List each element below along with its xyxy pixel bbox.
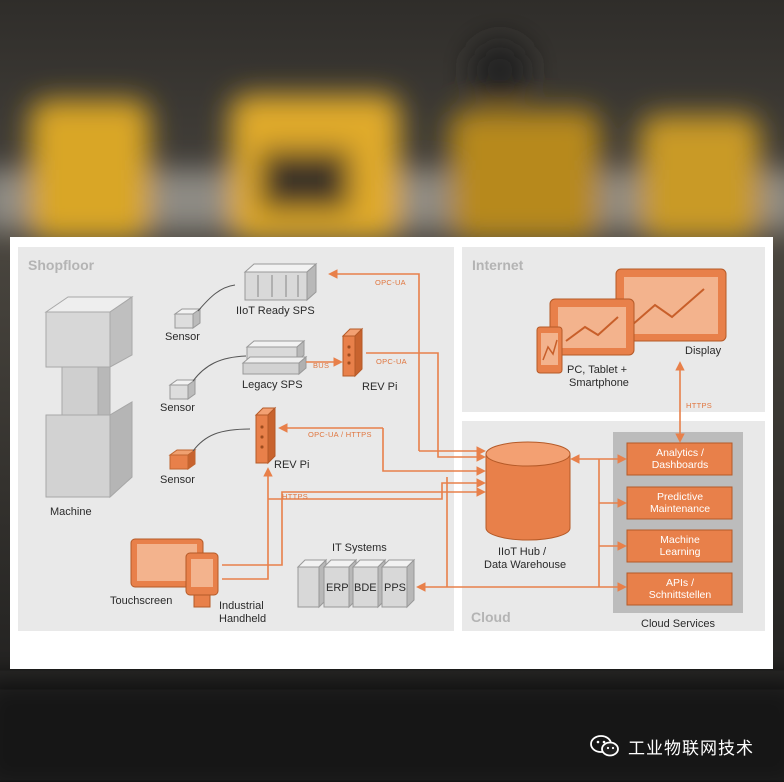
machine-label: Machine [50,506,92,518]
erp-label: ERP [326,582,349,594]
industrial-label: Industrial [219,600,264,612]
cloud-title: Cloud [471,609,511,625]
shopfloor-title: Shopfloor [28,257,95,273]
rev-pi-1-label: REV Pi [362,381,397,393]
protocol-https-1: HTTPS [282,492,308,501]
service-machine-learning: Machine Learning [626,529,733,563]
iiot-hub-icon [485,441,571,541]
svg-text:Predictive: Predictive [657,491,703,503]
iiot-ready-sps-icon [243,262,318,302]
display-label: Display [685,345,722,357]
svg-text:Maintenance: Maintenance [650,503,710,515]
sensor-3-label: Sensor [160,474,195,486]
service-apis: APIs / Schnittstellen [626,572,733,606]
tablet-icon [549,298,635,356]
internet-title: Internet [472,257,524,273]
legacy-sps-label: Legacy SPS [242,379,303,391]
svg-text:Machine: Machine [660,534,700,546]
sensor-1-icon [173,284,236,329]
touchscreen-label: Touchscreen [110,595,172,607]
display-icon [615,268,727,342]
iiot-ready-sps-label: IIoT Ready SPS [236,305,315,317]
sensor-2-label: Sensor [160,402,195,414]
service-analytics: Analytics / Dashboards [626,442,733,476]
smartphone-icon [536,326,563,374]
iiot-architecture-diagram: Shopfloor Internet Cloud Machine Sensor … [18,247,765,631]
protocol-opc-ua-2: OPC-UA [376,357,407,366]
watermark: 工业物联网技术 [590,733,754,759]
handheld-icon [185,552,219,608]
rev-pi-2-label: REV Pi [274,459,309,471]
svg-text:Schnittstellen: Schnittstellen [649,589,712,601]
protocol-bus: BUS [313,361,329,370]
protocol-opc-ua-https: OPC-UA / HTTPS [308,430,372,439]
data-warehouse-label: Data Warehouse [484,559,566,571]
protocol-opc-ua-1: OPC-UA [375,278,406,287]
pps-label: PPS [384,582,406,594]
connection-lines [222,269,685,592]
machine-icon [44,296,134,499]
it-systems-icon [296,558,416,609]
svg-text:Analytics /: Analytics / [656,447,704,459]
bde-label: BDE [354,582,377,594]
service-predictive: Predictive Maintenance [626,486,733,520]
iiot-hub-label: IIoT Hub / [498,546,547,558]
svg-text:Learning: Learning [660,546,701,558]
protocol-https-2: HTTPS [686,401,712,410]
sensor-2-icon [168,355,247,400]
sensor-1-label: Sensor [165,331,200,343]
sensor-3-icon [168,428,251,470]
pc-tablet-label: PC, Tablet + [567,364,627,376]
wechat-icon [590,735,619,757]
it-systems-label: IT Systems [332,542,387,554]
rev-pi-2-icon [254,406,277,465]
svg-text:APIs /: APIs / [666,577,694,589]
svg-text:Dashboards: Dashboards [652,459,709,471]
legacy-sps-icon [241,339,308,376]
smartphone-label: Smartphone [569,377,629,389]
cloud-services-label: Cloud Services [641,618,715,630]
handheld-label: Handheld [219,613,266,625]
rev-pi-1-icon [341,327,364,378]
watermark-text: 工业物联网技术 [628,738,754,758]
architecture-diagram-panel: Shopfloor Internet Cloud Machine Sensor … [10,237,773,669]
